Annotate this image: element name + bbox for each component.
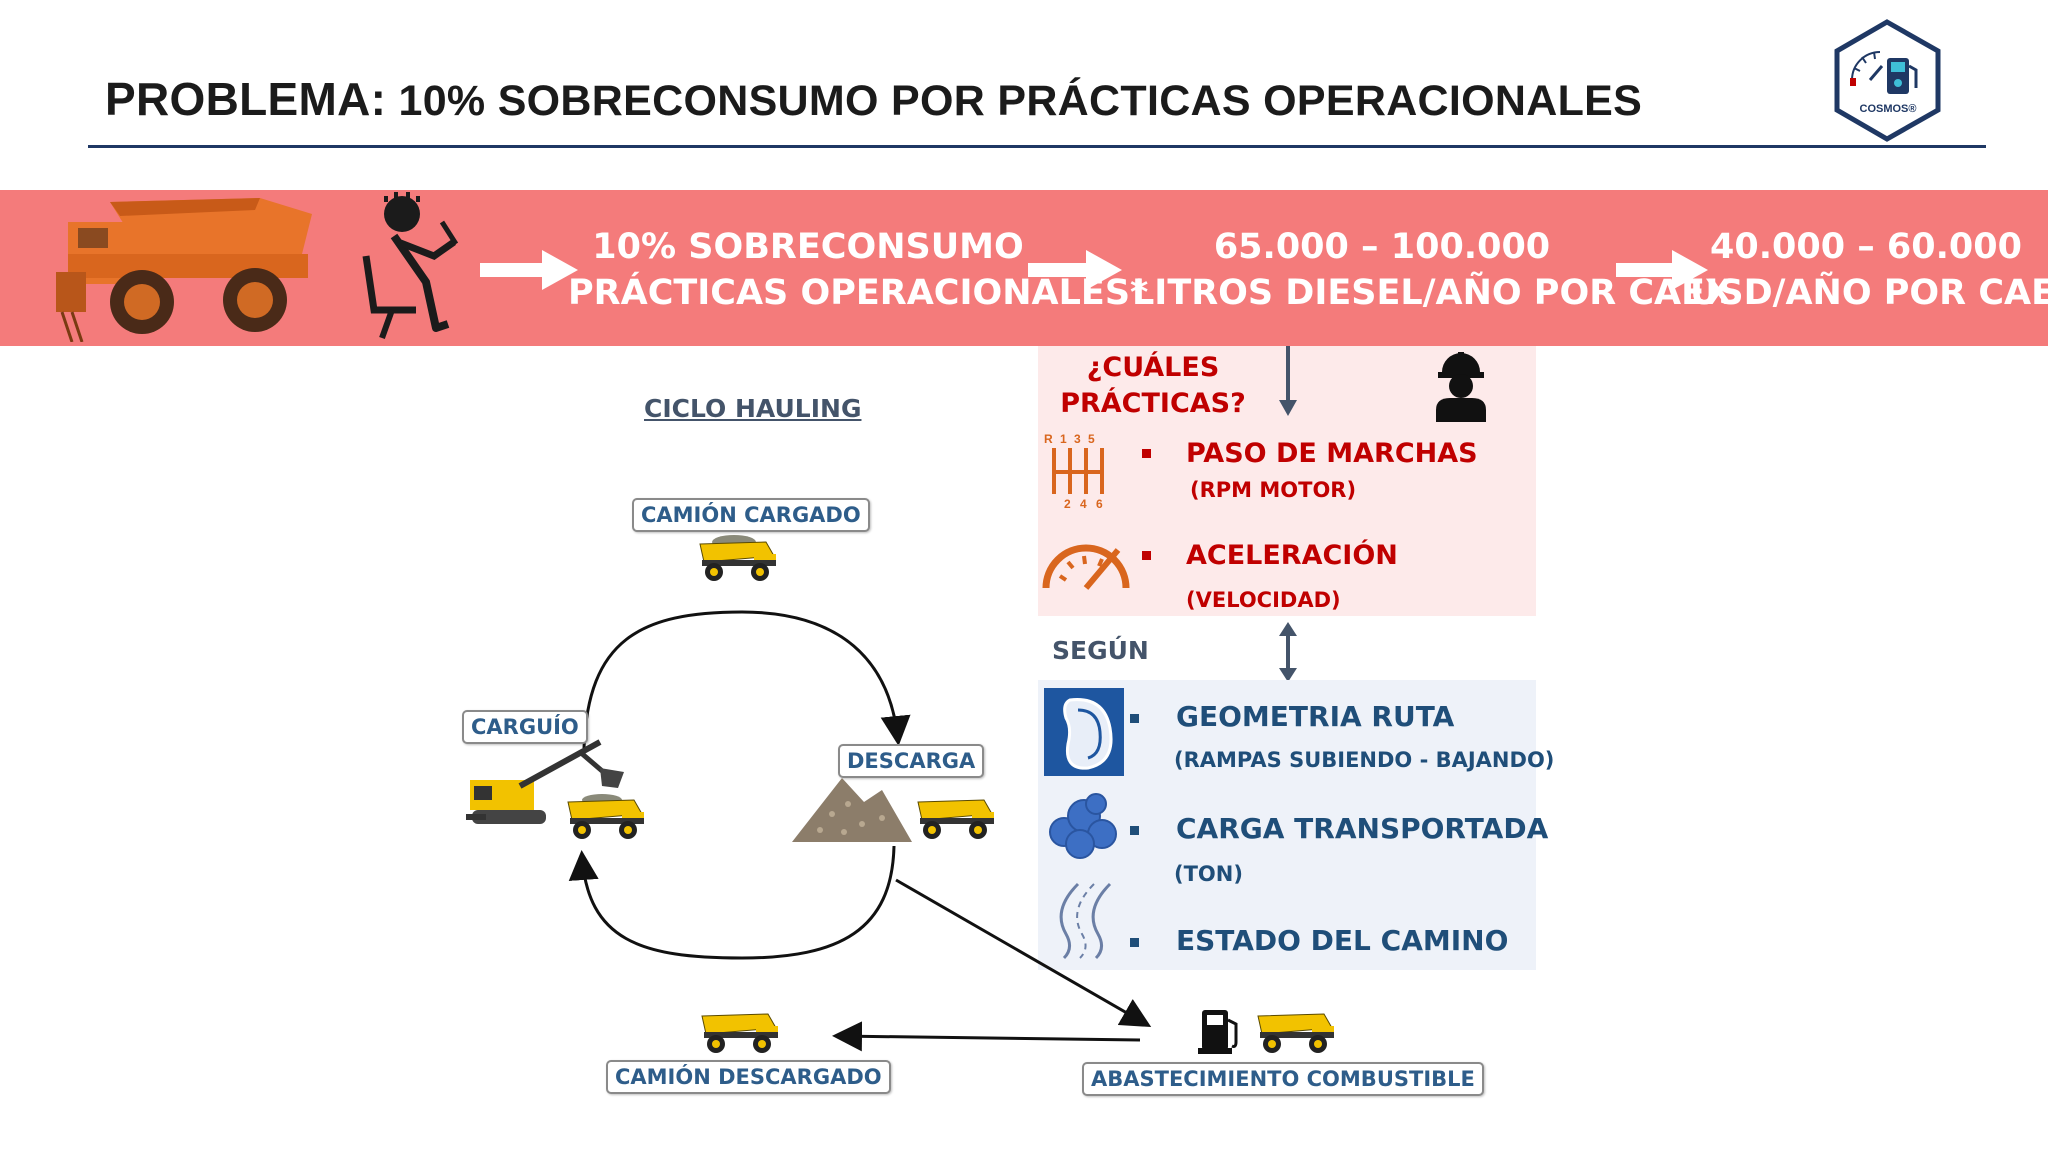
ore-load-icon (1049, 793, 1117, 859)
worker-helmet-icon (1436, 352, 1486, 422)
segun-label: SEGÚN (1052, 636, 1149, 665)
factor-subtitle-route: (RAMPAS SUBIENDO - BAJANDO) (1174, 748, 1555, 772)
bullet (1130, 938, 1139, 947)
gear-labels-top: R 1 3 5 (1044, 432, 1097, 446)
excavator-icon (466, 739, 624, 824)
bullet (1130, 714, 1139, 723)
page-title: PROBLEMA: 10% SOBRECONSUMO POR PRÁCTICAS… (105, 73, 1643, 125)
logo-text: COSMOS® (1859, 103, 1917, 115)
double-arrow-icon (1279, 622, 1297, 682)
unloaded-truck-icon (701, 1013, 778, 1053)
band-step-overconsumption: 10% SOBRECONSUMO PRÁCTICAS OPERACIONALES… (568, 227, 1149, 313)
bullet (1130, 826, 1139, 835)
factor-title-route: GEOMETRIA RUTA (1176, 700, 1455, 733)
bullet (1142, 449, 1151, 458)
ore-pile-icon (792, 778, 912, 842)
arrow-right-icon (1616, 250, 1708, 290)
practices-question: ¿CUÁLES PRÁCTICAS? (1060, 352, 1246, 419)
operator-driving-icon (362, 192, 459, 340)
bullet (1142, 551, 1151, 560)
label-loading: CARGUÍO (462, 710, 588, 744)
truck-icon (567, 794, 644, 839)
practice-subtitle-acceleration: (VELOCIDAD) (1186, 588, 1341, 612)
practice-title-gears: PASO DE MARCHAS (1186, 438, 1478, 469)
fuel-pump-icon (1198, 1010, 1238, 1054)
practice-title-acceleration: ACELERACIÓN (1186, 540, 1398, 571)
practice-subtitle-gears: (RPM MOTOR) (1190, 478, 1357, 502)
road-icon (1059, 882, 1112, 960)
mining-truck-icon (56, 198, 312, 342)
speedometer-icon (1042, 544, 1130, 590)
band-step-usd: 40.000 – 60.000 USD/AÑO POR CAEX (1690, 227, 2048, 313)
label-loaded-truck: CAMIÓN CARGADO (632, 498, 870, 532)
label-unloaded-truck: CAMIÓN DESCARGADO (606, 1060, 891, 1094)
arrow-down-icon (1279, 346, 1297, 416)
gear-labels-bottom: 2 4 6 (1064, 497, 1106, 511)
cycle-title: CICLO HAULING (644, 394, 862, 423)
summary-band (0, 190, 2048, 346)
factor-subtitle-load: (TON) (1174, 862, 1243, 886)
gear-shift-icon (1052, 448, 1104, 494)
loaded-truck-icon (699, 535, 776, 581)
label-fueling: ABASTECIMIENTO COMBUSTIBLE (1082, 1062, 1484, 1096)
band-step-liters: 65.000 – 100.000 LITROS DIESEL/AÑO POR C… (1132, 227, 1733, 313)
factor-title-load: CARGA TRANSPORTADA (1176, 812, 1549, 845)
label-dumping: DESCARGA (838, 744, 985, 778)
cosmos-logo (1834, 19, 1941, 142)
title-divider (88, 145, 1986, 148)
truck-icon (917, 799, 994, 839)
truck-icon (1257, 1013, 1334, 1053)
arrow-right-icon (480, 250, 578, 290)
factor-title-road: ESTADO DEL CAMINO (1176, 924, 1509, 957)
route-geometry-icon (1044, 688, 1124, 776)
arrow-right-icon (1028, 250, 1122, 290)
